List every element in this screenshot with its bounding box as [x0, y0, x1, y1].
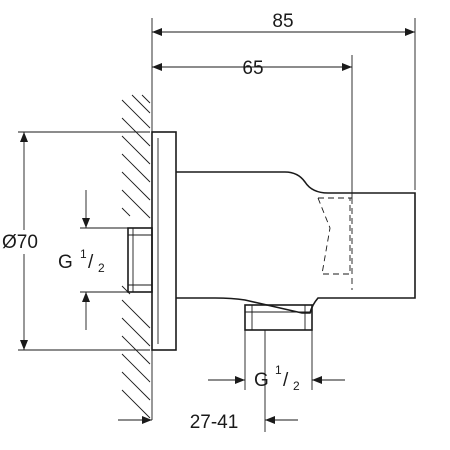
- outlet-thread: [244, 304, 313, 331]
- dimension-65: 65: [152, 55, 353, 198]
- dimension-outlet-thread: G 1 / 2: [208, 330, 345, 393]
- inlet-thread-den: 2: [98, 261, 105, 275]
- inlet-thread: [127, 227, 153, 293]
- outlet-thread-num: 1: [275, 363, 282, 377]
- dimension-85: 85: [151, 11, 416, 190]
- dimension-27-41: 27-41: [118, 330, 298, 433]
- dim-diameter-label: Ø70: [2, 232, 38, 253]
- dimension-diameter: Ø70: [2, 131, 150, 351]
- dim-85-label: 85: [272, 11, 293, 32]
- inlet-thread-g: G: [58, 252, 73, 273]
- body: [176, 171, 416, 314]
- wall-hatching: [121, 94, 153, 420]
- dim-65-label: 65: [242, 58, 263, 79]
- hatch-lines: [121, 94, 151, 419]
- inlet-thread-num: 1: [80, 247, 87, 261]
- dim-27-41-label: 27-41: [190, 412, 239, 433]
- dimension-inlet-thread: G 1 / 2: [58, 190, 128, 330]
- outlet-thread-g: G: [254, 370, 269, 391]
- inlet-thread-slash: /: [88, 252, 94, 273]
- outlet-thread-den: 2: [293, 379, 300, 393]
- rosette: [151, 131, 177, 351]
- outlet-thread-slash: /: [283, 370, 289, 391]
